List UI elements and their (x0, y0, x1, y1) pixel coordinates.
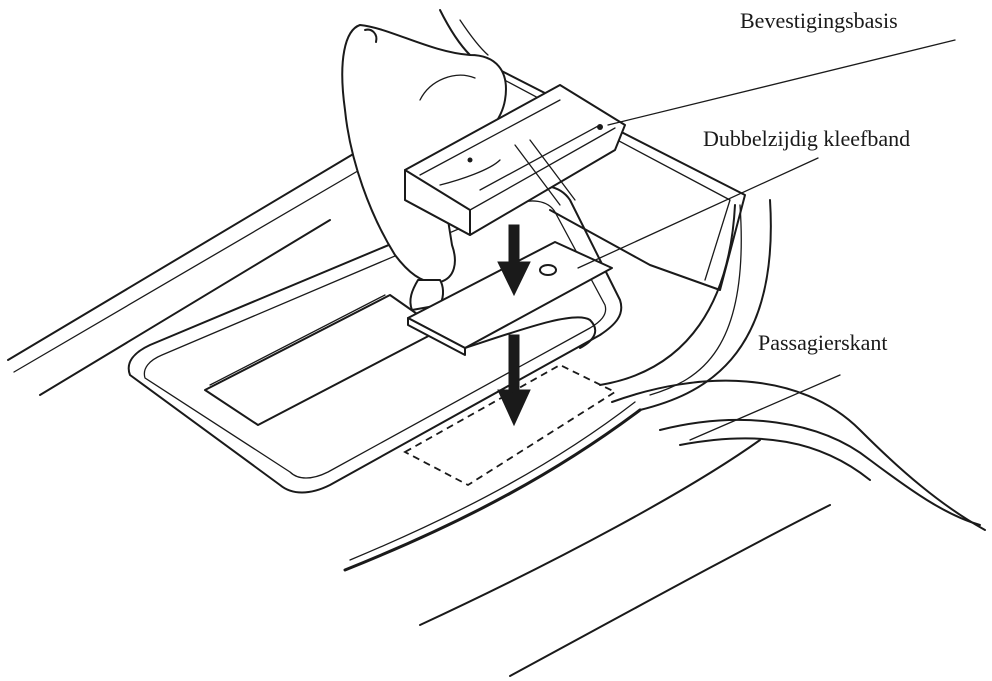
callout-lines (577, 39, 956, 441)
down-arrows (497, 224, 531, 427)
passenger-side-panel (611, 379, 986, 531)
dashboard-outline (7, 149, 831, 677)
label-passenger-side: Passagierskant (758, 330, 888, 355)
mounting-base (404, 84, 626, 236)
arrow-down-icon (497, 224, 531, 297)
tape-placement-area (403, 363, 617, 487)
device-body (341, 24, 507, 311)
double-sided-tape (407, 241, 613, 356)
label-mounting-base: Bevestigingsbasis (740, 8, 898, 33)
arrow-down-icon (497, 334, 531, 427)
label-double-sided-tape: Dubbelzijdig kleefband (703, 126, 911, 151)
